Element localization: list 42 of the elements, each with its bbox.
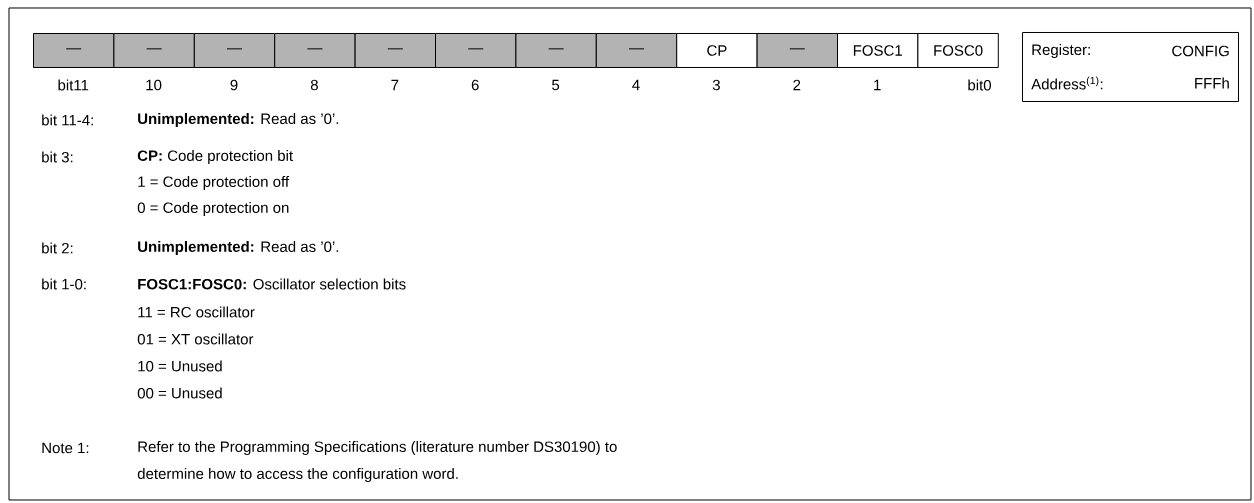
bit-cell: FOSC0 <box>917 33 999 68</box>
description: 11 = RC oscillator <box>138 306 255 318</box>
bit-cell: — <box>33 33 115 68</box>
bit-cell: — <box>354 33 436 68</box>
bit-cell: FOSC1 <box>837 33 919 68</box>
note-text: Refer to the Programming Specifications (literature number DS30190) to <box>138 441 617 455</box>
note-label: Note 1: <box>42 442 89 454</box>
bit-number: 5 <box>552 79 560 91</box>
description: 10 = Unused <box>138 360 222 372</box>
description: 0 = Code protection on <box>137 202 289 216</box>
description: FOSC1:FOSC0: Oscillator selection bits <box>138 278 406 290</box>
field-name: bit 1-0: <box>42 278 86 290</box>
bit-number: 2 <box>793 79 801 91</box>
bit-number: 6 <box>471 79 479 91</box>
bit-cell: — <box>193 33 276 68</box>
field-name: bit 2: <box>42 242 73 254</box>
bit-cell: — <box>113 33 195 68</box>
bit-number: 4 <box>632 79 640 91</box>
bit-cell: — <box>274 33 356 68</box>
bit-cell: — <box>435 33 517 68</box>
bit-number: 3 <box>712 79 720 91</box>
description: Unimplemented: Read as ’0’. <box>138 113 339 127</box>
description: 1 = Code protection off <box>138 176 290 190</box>
field-name: bit 3: <box>42 151 73 163</box>
bit-cell: — <box>756 33 838 68</box>
description: Unimplemented: Read as ’0’. <box>138 241 339 255</box>
note-text: determine how to access the configuration word. <box>137 468 458 482</box>
bit-cell: CP <box>676 33 758 68</box>
description: 00 = Unused <box>137 387 222 399</box>
bit-number: 10 <box>146 79 162 91</box>
description: CP: Code protection bit <box>137 150 293 164</box>
bit-cell: — <box>595 33 678 68</box>
bit-number: 9 <box>230 79 238 91</box>
field-name: bit 11-4: <box>42 114 93 126</box>
bit-number: 8 <box>310 79 318 91</box>
bit-number: 1 <box>874 79 881 91</box>
bit-number: bit0 <box>968 79 991 91</box>
description: 01 = XT oscillator <box>137 333 254 345</box>
bit-cell: — <box>515 33 597 68</box>
bit-number: 7 <box>391 79 399 91</box>
bit-number: bit11 <box>58 79 89 91</box>
register-box: Register: CONFIG Address$^{(1)}$: FFFh <box>1022 32 1239 102</box>
